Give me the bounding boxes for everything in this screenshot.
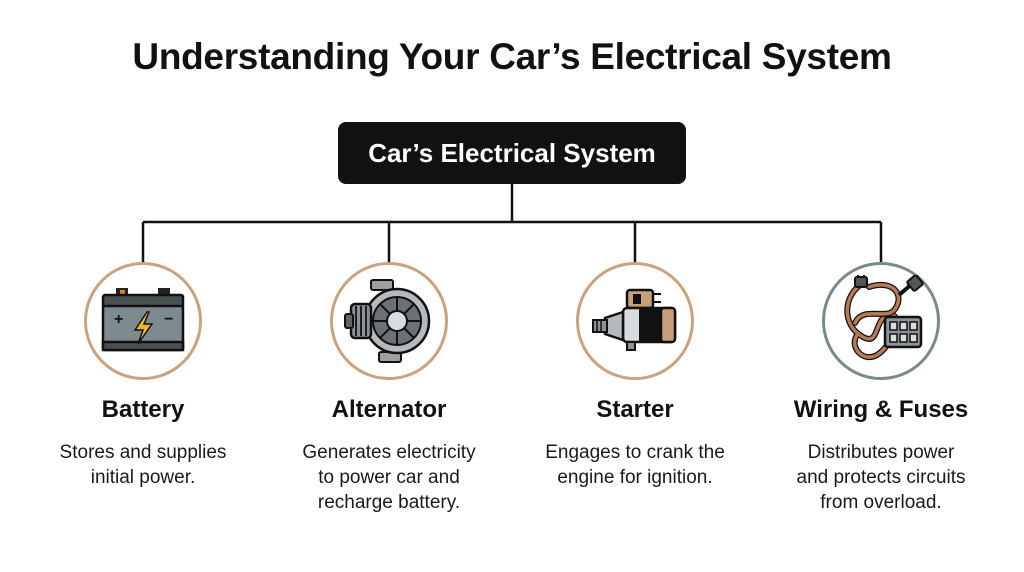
starter-icon-circle <box>576 262 694 380</box>
wiring-desc-line: from overload. <box>820 492 942 513</box>
alternator-title: Alternator <box>331 396 447 423</box>
root-node-label: Car’s Electrical System <box>368 137 656 168</box>
wiring-desc-line: and protects circuits <box>796 467 966 488</box>
starter-title: Starter <box>596 396 674 423</box>
wiring-icon-circle <box>822 262 940 380</box>
battery-desc-line: Stores and supplies <box>59 442 227 463</box>
alternator-icon-circle <box>330 262 448 380</box>
alternator-desc-line: recharge battery. <box>317 492 461 513</box>
alternator-icon <box>344 279 431 363</box>
battery-icon-circle: + − <box>84 262 202 380</box>
starter-desc-line: Engages to crank the <box>545 442 725 463</box>
wiring-fuse-box-icon <box>844 275 924 360</box>
alternator-desc-line: to power car and <box>318 467 460 488</box>
alternator-description: Generates electricity to power car and r… <box>269 440 509 515</box>
wiring-fuses-description: Distributes power and protects circuits … <box>761 440 1001 515</box>
svg-text:+: + <box>114 311 123 328</box>
wiring-desc-line: Distributes power <box>807 442 955 463</box>
starter-description: Engages to crank the engine for ignition… <box>515 440 755 490</box>
root-node: Car’s Electrical System <box>338 122 686 184</box>
starter-desc-line: engine for ignition. <box>557 467 713 488</box>
starter-motor-icon <box>592 288 677 351</box>
svg-text:−: − <box>164 311 173 328</box>
diagram-title: Understanding Your Car’s Electrical Syst… <box>132 36 892 77</box>
battery-description: Stores and supplies initial power. <box>23 440 263 490</box>
car-battery-icon: + − <box>101 288 185 352</box>
wiring-fuses-title: Wiring & Fuses <box>793 396 969 423</box>
battery-title: Battery <box>101 396 185 423</box>
battery-desc-line: initial power. <box>90 467 196 488</box>
alternator-desc-line: Generates electricity <box>302 442 476 463</box>
